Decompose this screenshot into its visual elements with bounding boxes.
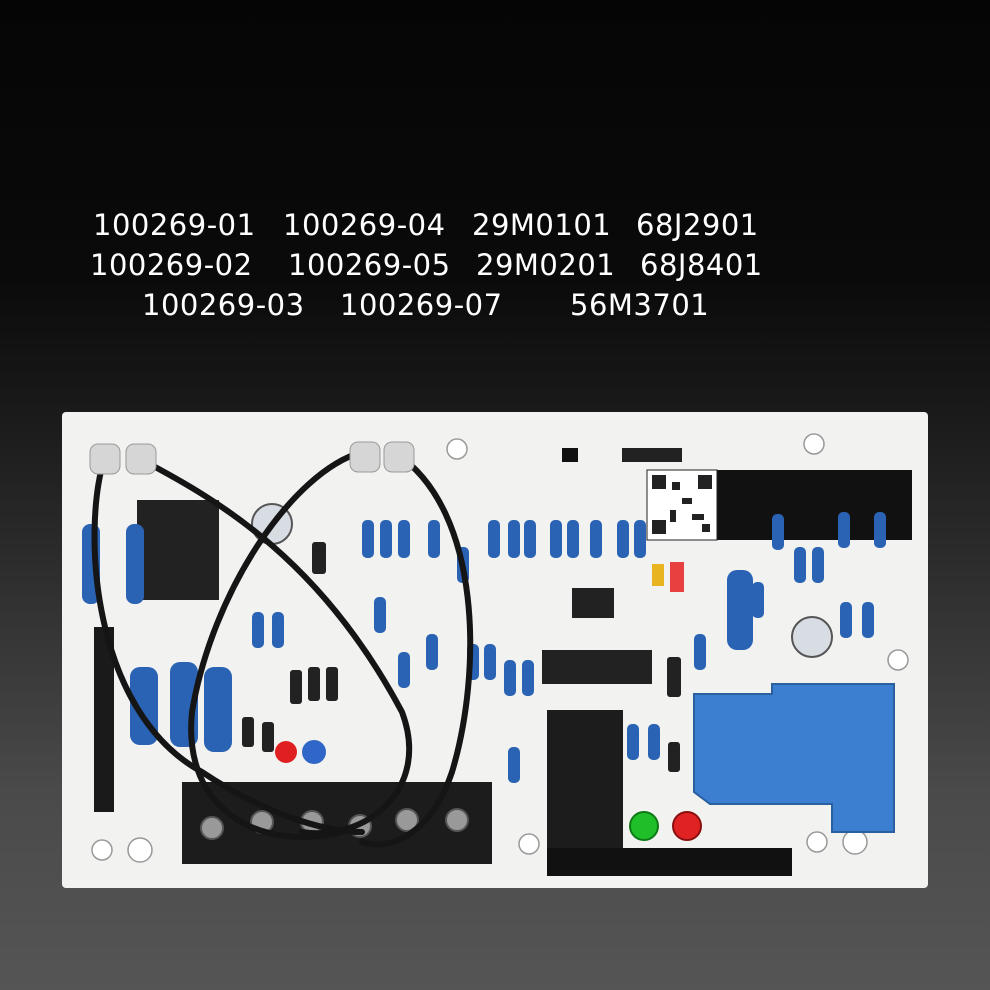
jumper-header [622, 448, 682, 462]
part-number: 100269-05 [288, 248, 451, 282]
capacitor-yellow [652, 564, 664, 586]
circuit-board [62, 412, 928, 888]
part-number: 68J8401 [640, 248, 763, 282]
part-number: 56M3701 [570, 288, 710, 322]
diodes [242, 542, 681, 772]
part-number: 68J2901 [636, 208, 759, 242]
ic-chip-dip [542, 650, 652, 684]
part-number-list: 100269-01 100269-04 29M0101 68J2901 1002… [0, 205, 850, 325]
capacitor-red [275, 741, 297, 763]
capacitor-blue [302, 740, 326, 764]
relay-blue [693, 683, 895, 833]
part-number: 100269-04 [283, 208, 446, 242]
relay-middle [547, 710, 623, 848]
wire-harness [91, 449, 474, 848]
relay-small [137, 500, 219, 600]
wire-grommets [89, 441, 415, 475]
part-number: 100269-03 [142, 288, 305, 322]
small-resistors [252, 512, 886, 783]
circuit-board-photo [62, 412, 928, 888]
pin-header [94, 627, 114, 812]
silkscreen-strip [547, 848, 792, 876]
part-number: 100269-01 [93, 208, 256, 242]
qr-code-icon [646, 469, 718, 541]
jumper [562, 448, 578, 462]
mounting-holes [91, 433, 909, 863]
ic-chip-small [572, 588, 614, 618]
part-number-row-3: 100269-03 100269-07 56M3701 [0, 285, 850, 325]
capacitor-red-small [670, 562, 684, 592]
part-number: 100269-02 [90, 248, 253, 282]
part-number: 29M0201 [476, 248, 616, 282]
part-number: 100269-07 [340, 288, 503, 322]
part-number: 29M0101 [472, 208, 612, 242]
led-green [629, 811, 659, 841]
part-number-row-2: 100269-02 100269-05 29M0201 68J8401 [0, 245, 850, 285]
part-number-row-1: 100269-01 100269-04 29M0101 68J2901 [0, 205, 850, 245]
led-red [672, 811, 702, 841]
